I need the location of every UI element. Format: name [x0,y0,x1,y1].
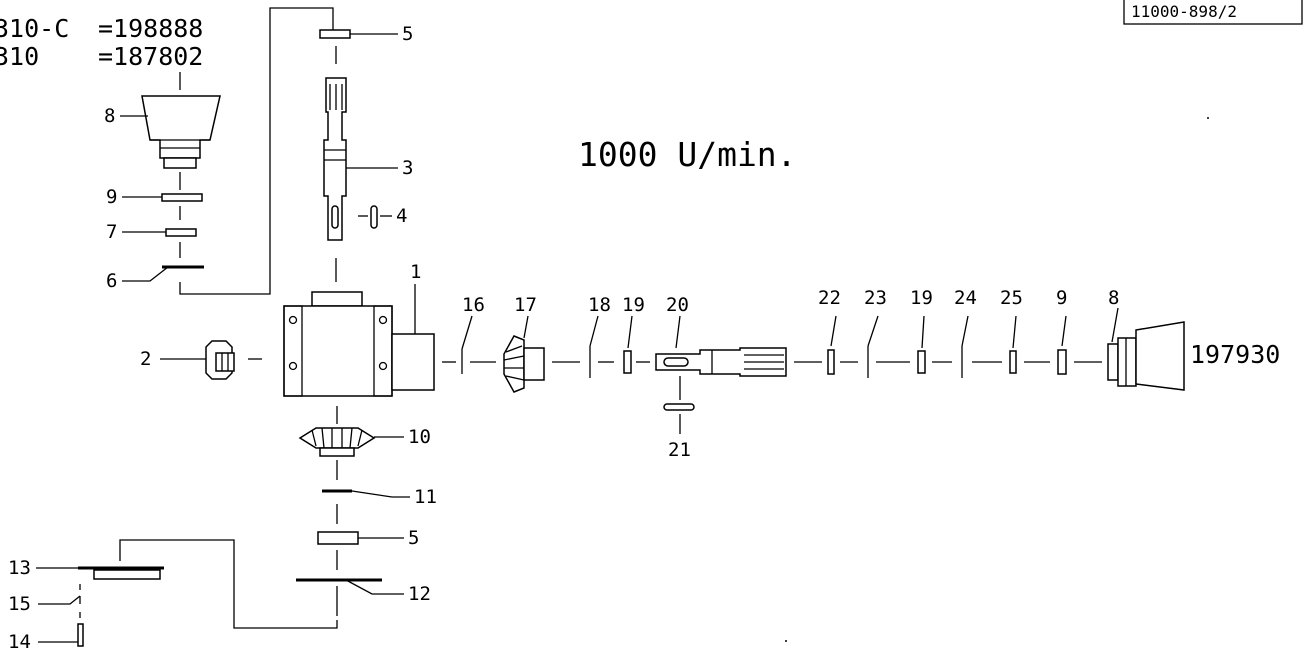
svg-text:13: 13 [8,557,31,579]
part-3-shaft [323,77,347,241]
svg-text:21: 21 [668,439,691,461]
svg-text:25: 25 [1000,287,1023,309]
svg-text:9: 9 [1056,287,1067,309]
svg-text:6: 6 [106,270,117,292]
part-10-bevel-gear [298,427,376,457]
svg-text:17: 17 [514,294,537,316]
output-shaft-assembly: 16 17 18 19 [442,287,1185,461]
speck-1 [1207,117,1209,119]
variant-number-1: =198888 [98,14,203,43]
svg-text:8: 8 [104,105,115,127]
variant-number-2: =187802 [98,42,203,71]
svg-text:9: 9 [106,186,117,208]
part-21-key [663,403,695,411]
svg-text:22: 22 [818,287,841,309]
svg-text:23: 23 [864,287,887,309]
drawing-number: 11000-898/2 [1131,2,1237,21]
part-1-housing [283,305,393,397]
part-17-bevel-gear [503,335,545,393]
part-8-cone-right [1107,321,1185,391]
svg-text:19: 19 [910,287,933,309]
svg-text:18: 18 [588,294,611,316]
part-4-key [370,205,378,229]
lower-shaft-assembly: 10 11 5 12 [119,406,437,629]
svg-text:1: 1 [410,261,421,283]
plate-assembly: 13 15 14 [8,557,164,652]
part-14-bolt [77,623,84,647]
svg-text:16: 16 [462,294,485,316]
svg-text:7: 7 [106,221,117,243]
part-7 [165,228,197,237]
svg-text:24: 24 [954,287,977,309]
part-8-cone-left [141,95,221,169]
svg-text:2: 2 [140,348,151,370]
left-guard-assembly: 8 9 7 6 [104,72,221,292]
part-19-b [917,350,926,374]
part-9-right [1057,349,1067,375]
part-22 [827,349,835,375]
svg-text:5: 5 [408,527,419,549]
svg-text:14: 14 [8,631,31,652]
assembly-number: 197930 [1190,340,1280,369]
svg-text:19: 19 [622,294,645,316]
part-5-top [319,29,351,39]
svg-text:3: 3 [402,157,413,179]
part-20-output-shaft [655,347,787,377]
speed-label: 1000 U/min. [578,135,797,174]
speck-2 [785,640,787,642]
variant-model-1: 310-C [0,14,69,43]
svg-text:4: 4 [396,205,407,227]
svg-text:10: 10 [408,426,431,448]
gearbox-assembly: 1 2 [140,261,435,397]
variant-model-2: 310 [0,42,39,71]
drawing-number-box: 11000-898/2 [1123,0,1303,25]
svg-text:11: 11 [414,486,437,508]
svg-text:5: 5 [402,23,413,45]
upper-shaft-assembly: 5 3 4 [179,7,413,295]
svg-text:12: 12 [408,583,431,605]
part-13-plate [78,566,164,580]
part-5-bottom [317,531,359,545]
svg-text:15: 15 [8,593,31,615]
part-19-a [623,350,632,374]
part-2-plug [205,340,235,380]
variant-table: 310-C =198888 310 =187802 [0,14,203,71]
svg-text:20: 20 [666,294,689,316]
part-25 [1009,350,1017,374]
part-9-left [161,193,203,202]
svg-text:8: 8 [1108,287,1119,309]
